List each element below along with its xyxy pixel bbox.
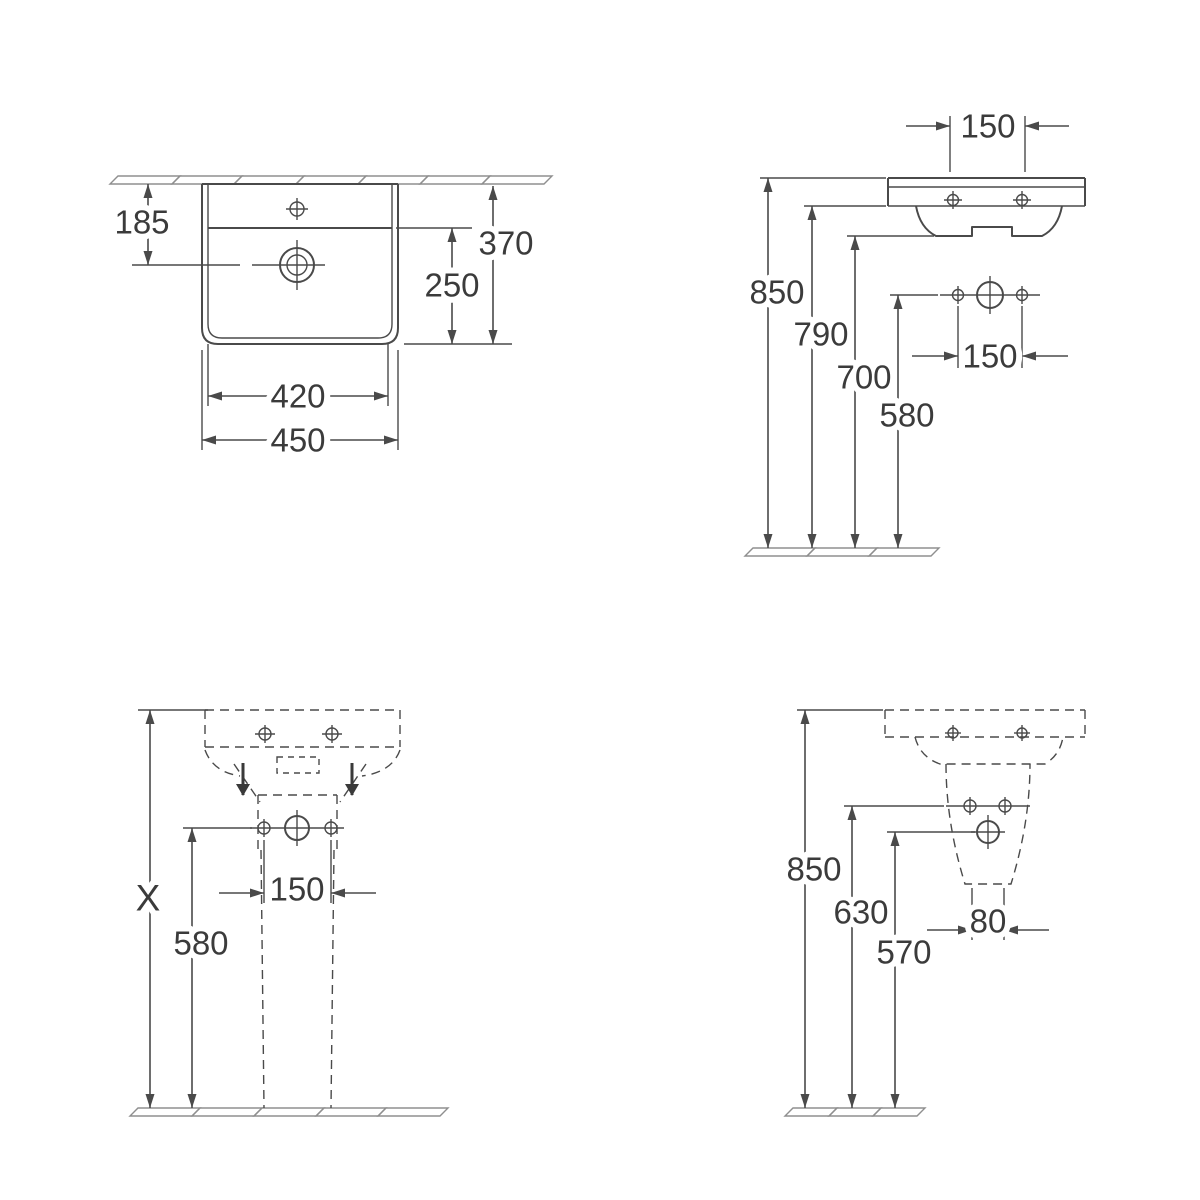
- floor-hatch-half-pedestal: [784, 1107, 926, 1117]
- dim-fixing-height-half: 630: [827, 805, 944, 1108]
- dim-label-850-half: 850: [786, 851, 841, 888]
- dim-label-850-side: 850: [749, 274, 804, 311]
- dim-label-250: 250: [424, 267, 479, 304]
- dim-tap-hole-spacing: 150: [906, 102, 1069, 172]
- supply-fixing-points: [940, 276, 1040, 314]
- dim-label-150-front: 150: [269, 871, 324, 908]
- dim-bowl-depth: 250: [396, 227, 486, 344]
- dim-label-580-front: 580: [173, 925, 228, 962]
- side-view: 150 150 850 790: [743, 102, 1086, 557]
- rim-fixing-holes-half: [945, 725, 1030, 741]
- dim-label-580-side: 580: [879, 397, 934, 434]
- dim-label-570: 570: [876, 934, 931, 971]
- dim-underside-height: 700: [830, 235, 934, 548]
- dim-label-630: 630: [833, 894, 888, 931]
- dim-total-depth: 370: [404, 186, 540, 345]
- dim-label-150-bottom: 150: [962, 338, 1017, 375]
- rim-fixing-holes-side: [944, 191, 1031, 209]
- pedestal-fixing-points: [250, 810, 344, 846]
- drain-hole: [252, 240, 325, 290]
- basin-outline-plan: [201, 183, 399, 345]
- dim-label-150-top: 150: [960, 108, 1015, 145]
- pedestal-phantom: [257, 794, 338, 1109]
- dim-label-370: 370: [478, 225, 533, 262]
- dim-overall-height-x: X: [130, 709, 208, 1108]
- basin-phantom-side: [884, 709, 1086, 765]
- dim-label-700: 700: [836, 359, 891, 396]
- dim-wall-to-drain: 185: [108, 184, 240, 266]
- tap-hole: [286, 198, 308, 220]
- dim-rim-height-side: 850: [743, 177, 886, 548]
- half-pedestal-phantom: [945, 763, 1031, 885]
- floor-hatch-front: [129, 1107, 449, 1117]
- basin-phantom-front: [204, 709, 401, 803]
- dim-outlet-offset: 80: [927, 888, 1049, 946]
- dim-outlet-height-half: 570: [870, 831, 975, 1108]
- basin-profile-side: [887, 177, 1086, 237]
- dim-front-height: 790: [787, 205, 886, 548]
- dim-drain-height-front: 580: [167, 827, 252, 1108]
- dim-bowl-width: 420: [207, 344, 389, 421]
- dim-label-420: 420: [270, 378, 325, 415]
- dim-label-80: 80: [970, 903, 1007, 940]
- dim-fixing-spacing-side: 150: [912, 306, 1068, 381]
- half-pedestal-fixing-points: [946, 797, 1030, 849]
- rim-fixing-holes-front: [255, 725, 342, 743]
- dim-fixing-spacing-front: 150: [219, 840, 376, 914]
- dim-label-x: X: [136, 878, 161, 919]
- floor-hatch-side: [744, 547, 940, 557]
- mounting-direction-arrows: [236, 763, 359, 796]
- dim-drain-height-side: 580: [873, 294, 941, 548]
- wall-hatch: [109, 175, 553, 185]
- dim-label-185: 185: [114, 204, 169, 241]
- dim-rim-height-half: 850: [780, 709, 883, 1108]
- dim-label-790: 790: [793, 316, 848, 353]
- dim-total-width: 450: [201, 350, 399, 465]
- dim-label-450: 450: [270, 422, 325, 459]
- side-half-pedestal-view: 80 850 630 570: [780, 709, 1086, 1117]
- front-pedestal-view: 150 X 580: [129, 709, 449, 1117]
- plan-view: 185 370 250 420 450: [108, 175, 553, 465]
